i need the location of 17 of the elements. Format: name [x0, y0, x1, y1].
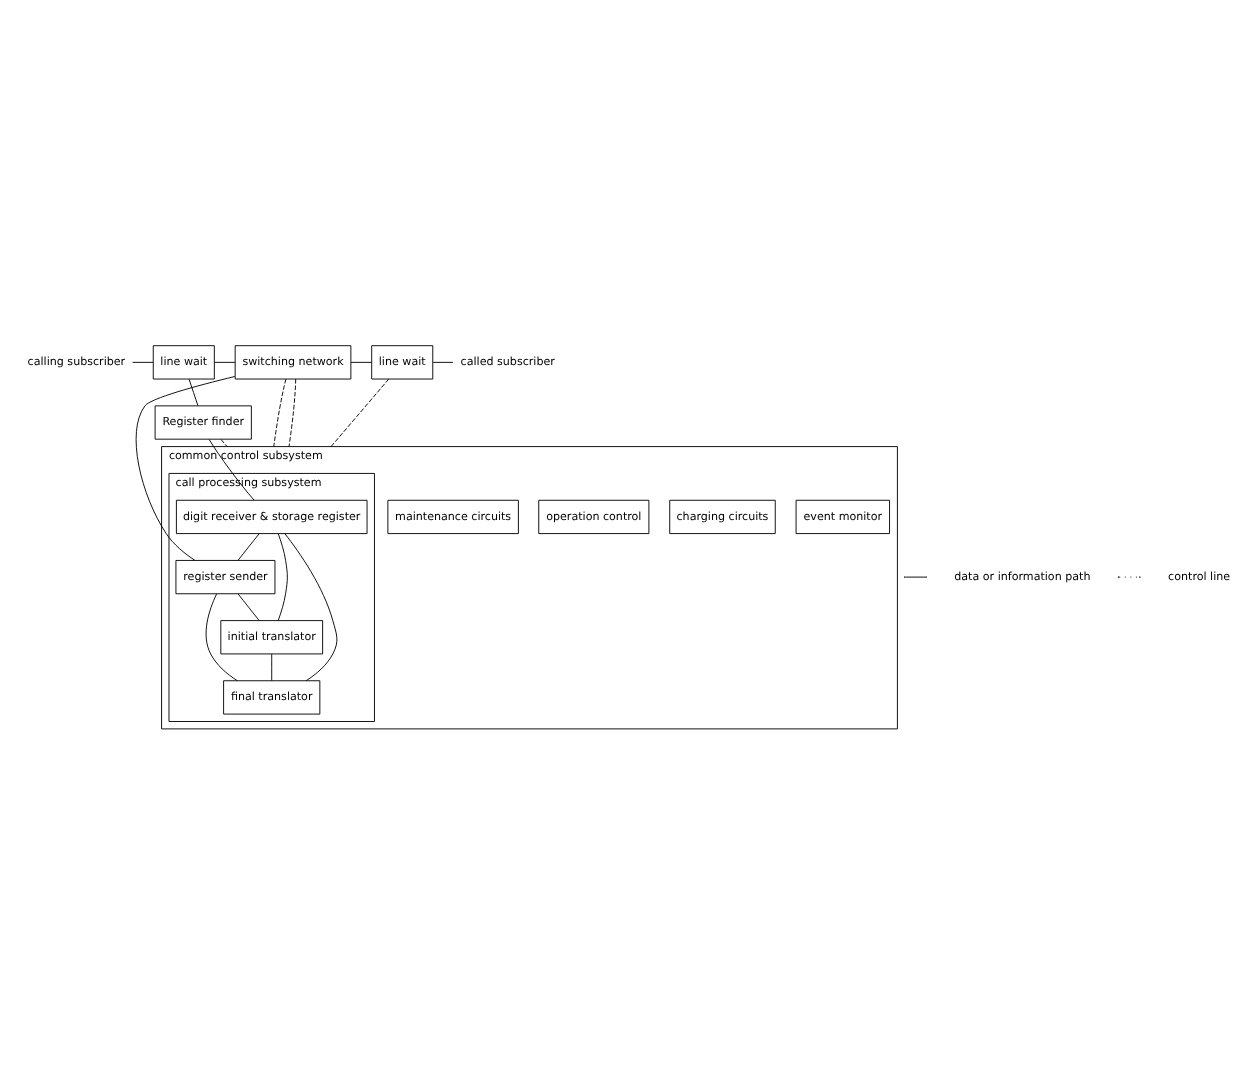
connector [220, 438, 228, 447]
connector [208, 438, 255, 500]
connector [288, 377, 297, 447]
connector [350, 360, 372, 362]
connector [214, 360, 236, 362]
connector [132, 360, 154, 362]
connector [273, 377, 287, 447]
connector [188, 377, 199, 406]
connector [284, 532, 338, 681]
connector [330, 377, 390, 447]
connector [432, 360, 454, 362]
connector [237, 592, 260, 620]
connector [135, 375, 236, 560]
connector [237, 532, 260, 560]
connector [277, 532, 288, 620]
connector [271, 652, 273, 681]
connector [205, 592, 238, 681]
